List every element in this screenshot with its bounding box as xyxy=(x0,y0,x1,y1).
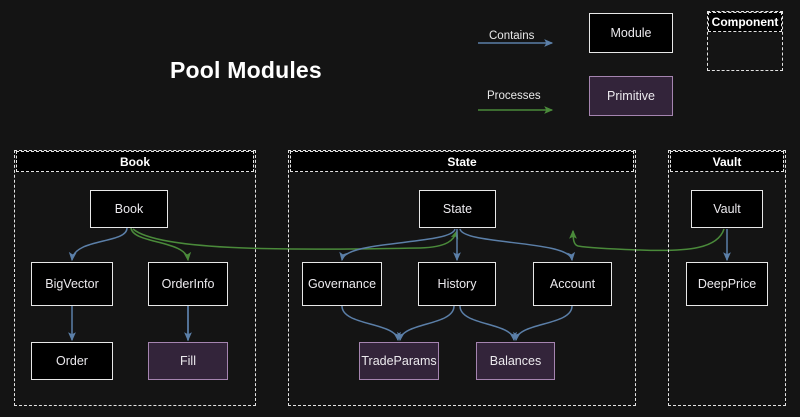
node-governance[interactable]: Governance xyxy=(302,262,382,306)
node-order[interactable]: Order xyxy=(31,342,113,380)
legend-processes-label: Processes xyxy=(487,90,541,102)
node-balances[interactable]: Balances xyxy=(476,342,555,380)
node-history[interactable]: History xyxy=(418,262,496,306)
node-deepprice[interactable]: DeepPrice xyxy=(686,262,768,306)
node-book[interactable]: Book xyxy=(90,190,168,228)
node-fill[interactable]: Fill xyxy=(148,342,228,380)
container-book-label: Book xyxy=(16,151,254,172)
node-tradeparams[interactable]: TradeParams xyxy=(359,342,439,380)
node-bigvector[interactable]: BigVector xyxy=(31,262,113,306)
legend-component-box xyxy=(707,11,783,71)
node-orderinfo[interactable]: OrderInfo xyxy=(148,262,228,306)
container-book xyxy=(14,150,256,406)
node-account[interactable]: Account xyxy=(533,262,612,306)
page-title: Pool Modules xyxy=(170,57,322,83)
legend-contains-label: Contains xyxy=(489,30,535,42)
container-vault-label: Vault xyxy=(670,151,784,172)
node-state[interactable]: State xyxy=(419,190,496,228)
container-state-label: State xyxy=(290,151,634,172)
container-vault xyxy=(668,150,786,406)
container-state xyxy=(288,150,636,406)
legend-module-box: Module xyxy=(589,13,673,53)
legend-primitive-box: Primitive xyxy=(589,76,673,116)
legend-component-label: Component xyxy=(708,12,782,32)
node-vault[interactable]: Vault xyxy=(691,190,763,228)
